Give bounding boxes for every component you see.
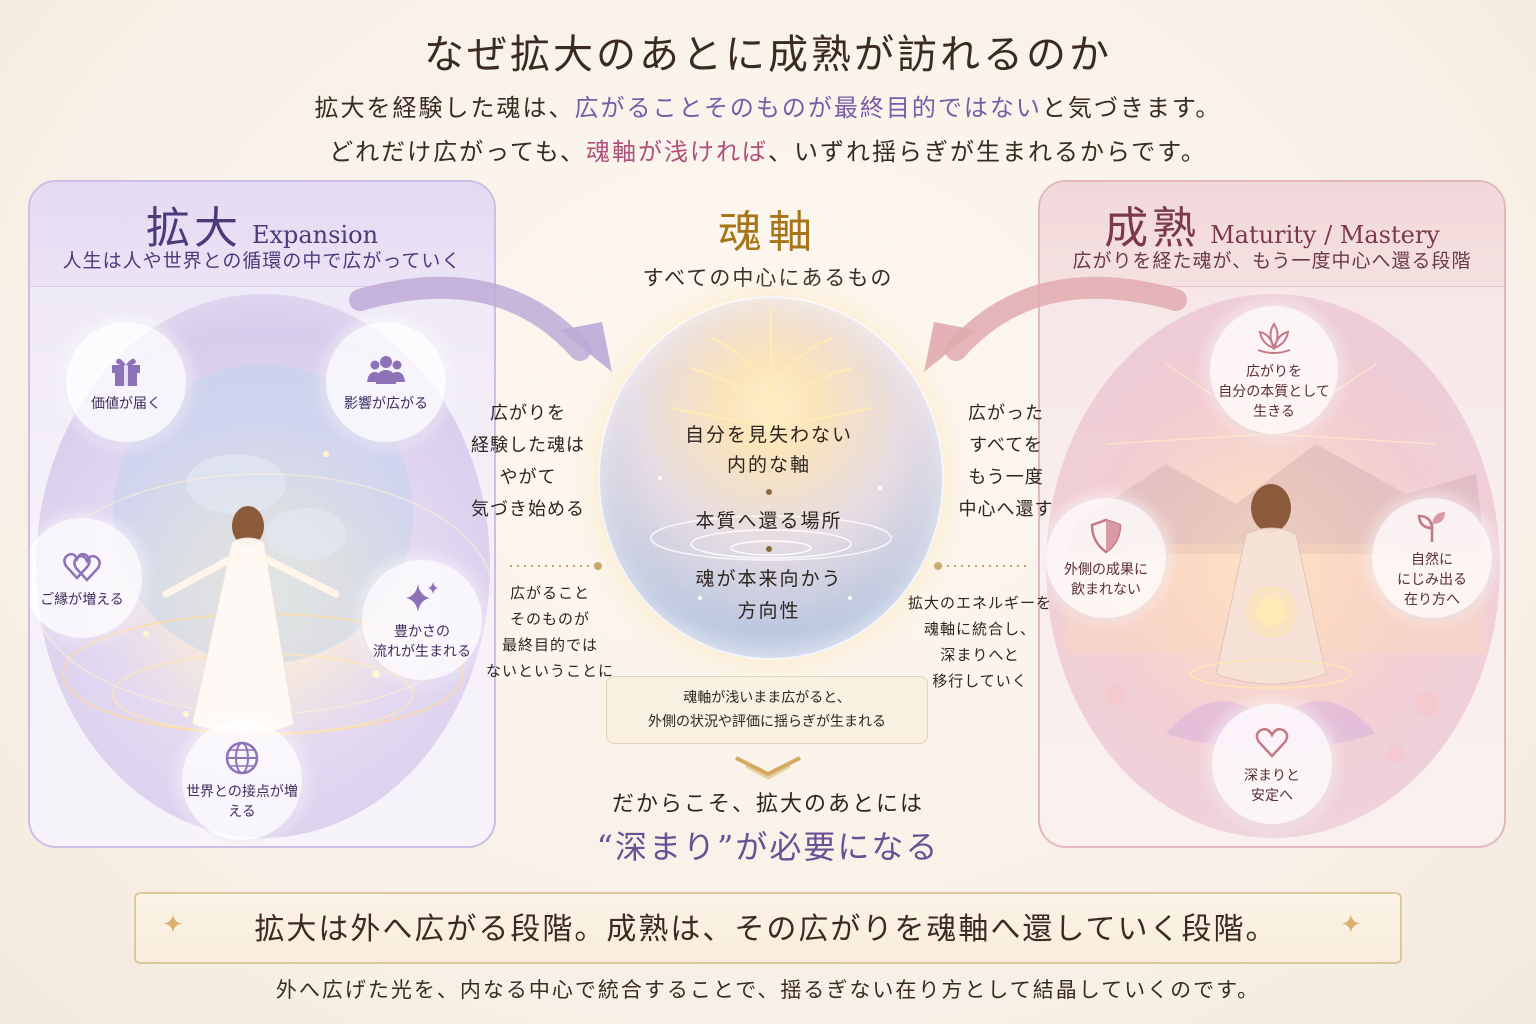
node-label: 価値が届く (91, 396, 161, 412)
expansion-title-jp: 拡大 (145, 203, 242, 254)
note-line-1: 魂軸が浅いまま広がると、 (683, 690, 851, 706)
maturity-title-jp: 成熟 (1104, 203, 1201, 254)
core-line-2: 内的な軸 (726, 454, 811, 476)
chevron-down-icon (735, 756, 801, 777)
node-label: 自然に にじみ出る 在り方へ (1397, 552, 1467, 608)
summary-banner (134, 892, 1402, 964)
deepening-emphasis: “深まり” (596, 828, 736, 866)
sprout-icon (1417, 512, 1445, 542)
left-transition-note: 広がること そのものが 最終目的では ないということに (485, 584, 614, 680)
core-dot-separator (766, 489, 772, 495)
core-dot-separator (766, 546, 772, 552)
conclusion-line-1: だからこそ、拡大のあとには (611, 792, 924, 817)
intro-1c: と気づきます。 (1041, 94, 1222, 122)
soul-axis-title: 魂軸 (718, 207, 818, 258)
core-line-3: 本質へ還る場所 (695, 510, 843, 532)
core-line-4: 魂が本来向かう (695, 568, 843, 590)
node-live-essence: 広がりを 自分の本質として 生きる (1210, 306, 1338, 434)
node-value-reach: 価値が届く (66, 322, 186, 442)
gift-icon (112, 358, 140, 386)
node-influence-spread: 影響が広がる (326, 322, 446, 442)
node-label: 世界との接点が増える (186, 784, 298, 820)
maturity-panel-header (1040, 182, 1504, 287)
people-icon (367, 356, 405, 384)
tree-of-light-illustration (650, 308, 892, 600)
soul-axis-subtitle: すべての中心にあるもの (642, 266, 894, 290)
node-depth-stability: 深まりと 安定へ (1212, 704, 1332, 824)
expansion-title-en: Expansion (251, 221, 379, 249)
conclusion-line-2-rest: が必要になる (735, 828, 940, 866)
intro-2-highlight: 魂軸が浅ければ (586, 138, 768, 166)
lotus-icon (1257, 322, 1291, 354)
sparkle-icon: ✦ (1340, 910, 1362, 940)
node-label: 豊かさの 流れが生まれる (373, 624, 471, 660)
node-label: ご縁が増える (40, 592, 124, 608)
left-transition-text: 広がりを 経験した魂は やがて 気づき始める (471, 403, 585, 520)
maturity-title-en: Maturity / Mastery (1210, 221, 1440, 249)
node-label: 広がりを 自分の本質として 生きる (1218, 364, 1330, 420)
node-label: 外側の成果に 飲まれない (1064, 562, 1148, 598)
intro-1-highlight: 広がることそのものが最終目的ではない (574, 94, 1042, 122)
page-title: なぜ拡大のあとに成熟が訪れるのか (424, 32, 1112, 78)
right-transition-note: 拡大のエネルギーを 魂軸に統合し、 深まりへと 移行していく (907, 594, 1052, 690)
globe-icon (225, 741, 259, 775)
node-world-contact: 世界との接点が増える (182, 720, 302, 840)
right-flow-arrow (945, 276, 1187, 361)
warning-note-box: 魂軸が浅いまま広がると、 外側の状況や評価に揺らぎが生まれる (606, 676, 928, 744)
left-flow-arrow (349, 276, 591, 361)
intro-2c: 、いずれ揺らぎが生まれるからです。 (768, 138, 1207, 166)
node-not-swallowed: 外側の成果に 飲まれない (1046, 498, 1166, 618)
maturity-panel: 成熟 Maturity / Mastery 広がりを経た魂が、もう一度中心へ還る段… (1038, 180, 1506, 848)
node-abundance-flow: 豊かさの 流れが生まれる (362, 560, 482, 680)
sparkle-icon: ✦ (162, 910, 184, 940)
node-label: 影響が広がる (344, 396, 428, 412)
note-line-2: 外側の状況や評価に揺らぎが生まれる (648, 714, 886, 730)
intro-line-2: どれだけ広がっても、魂軸が浅ければ、いずれ揺らぎが生まれるからです。 (0, 132, 1536, 167)
expansion-title: 拡大 Expansion (30, 192, 494, 256)
expansion-panel-header (30, 182, 494, 287)
intro-2a: どれだけ広がっても、 (329, 138, 586, 166)
conclusion-line-2: “深まり”が必要になる (560, 822, 976, 868)
intro-1a: 拡大を経験した魂は、 (314, 94, 575, 122)
footer-text: 外へ広げた光を、内なる中心で統合することで、揺るぎない在り方として結晶していくの… (275, 978, 1261, 1002)
intro-line-1: 拡大を経験した魂は、広がることそのものが最終目的ではないと気づきます。 (0, 88, 1536, 123)
core-line-1: 自分を見失わない (684, 424, 853, 446)
right-transition-text: 広がった すべてを もう一度 中心へ還す (958, 403, 1054, 520)
hearts-icon (63, 552, 101, 582)
sparkle-icon (406, 582, 438, 612)
node-natural-presence: 自然に にじみ出る 在り方へ (1372, 498, 1492, 618)
soul-axis-circle (598, 296, 944, 660)
expansion-subtitle: 人生は人や世界との循環の中で広がっていく (62, 250, 462, 272)
summary-banner-text: 拡大は外へ広がる段階。成熟は、その広がりを魂軸へ還していく段階。 (254, 912, 1278, 947)
globe-shape (113, 364, 413, 664)
heart-icon (1255, 727, 1289, 758)
shield-icon (1090, 518, 1122, 554)
maturity-title: 成熟 Maturity / Mastery (1040, 192, 1504, 256)
core-line-5: 方向性 (737, 600, 801, 622)
maturity-subtitle: 広がりを経た魂が、もう一度中心へ還る段階 (1072, 250, 1472, 272)
node-label: 深まりと 安定へ (1244, 768, 1300, 804)
node-connections-increase: ご縁が増える (30, 518, 142, 638)
